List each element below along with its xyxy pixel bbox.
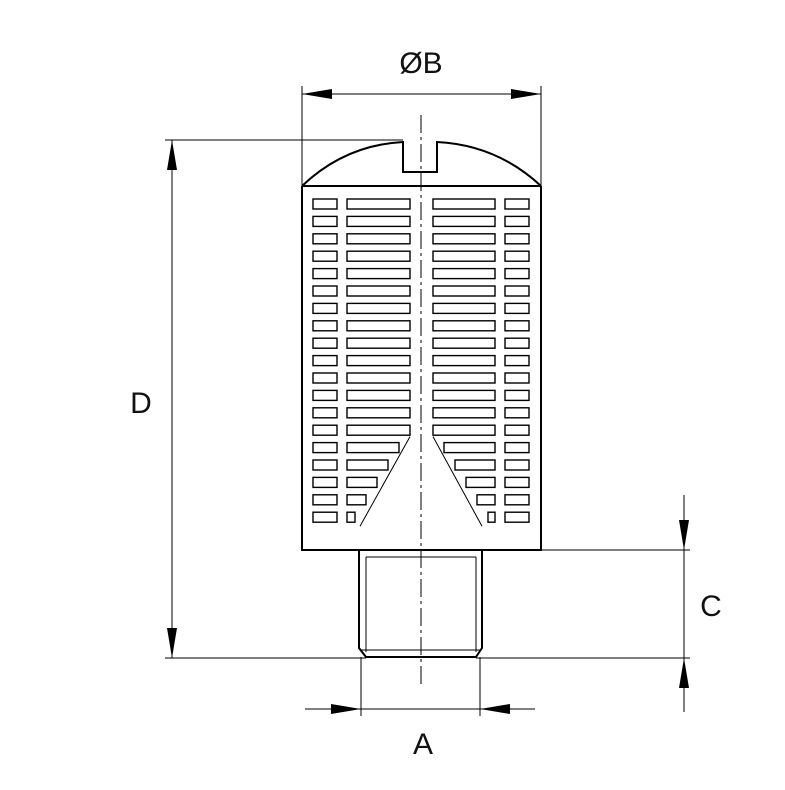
vent-slot-outer-left (312, 441, 338, 454)
vent-slot-inner-right (432, 354, 496, 367)
vent-slot-outer-right (504, 215, 530, 228)
vent-slot-inner-right (432, 302, 496, 315)
dome-cap (301, 140, 542, 187)
vent-slot-outer-left (312, 511, 338, 523)
dimension-thread-size-a: A (305, 657, 535, 761)
vent-slot-outer-right (504, 285, 530, 297)
vent-slot-outer-right (504, 250, 530, 262)
vent-slot-outer-left (312, 285, 338, 297)
vent-slot-outer-left (312, 476, 338, 489)
vent-slot-inner-right (432, 337, 496, 349)
vent-slot-inner-left (346, 494, 367, 506)
vent-slot-inner-left (346, 215, 411, 228)
vent-slot-inner-left (346, 407, 411, 419)
vent-slot-inner-right (432, 424, 496, 436)
vent-slot-inner-right (432, 372, 496, 384)
vent-slot-outer-left (312, 302, 338, 315)
vent-slot-inner-left (346, 320, 411, 332)
vent-slot-inner-right (476, 494, 496, 506)
vent-slot-outer-right (504, 372, 530, 384)
vent-slot-outer-right (504, 441, 530, 454)
vent-slot-outer-right (504, 476, 530, 489)
vent-slot-outer-left (312, 494, 338, 506)
dimension-height-d: D (130, 139, 403, 659)
vent-slot-inner-left (346, 233, 411, 245)
vent-slot-outer-right (504, 337, 530, 349)
vent-slot-outer-right (504, 233, 530, 245)
vent-slot-outer-left (312, 459, 338, 471)
vent-slot-inner-left (346, 198, 411, 210)
vent-slot-inner-left (346, 476, 378, 489)
vent-slot-outer-left (312, 198, 338, 210)
vent-slot-inner-right (432, 320, 496, 332)
vent-slot-inner-left (346, 372, 411, 384)
vent-slot-inner-right (432, 407, 496, 419)
label-height-d: D (130, 387, 152, 420)
vent-slot-outer-left (312, 354, 338, 367)
vent-slot-outer-right (504, 494, 530, 506)
vent-slot-inner-left (346, 285, 411, 297)
vent-slot-outer-right (504, 302, 530, 315)
vent-slot-outer-right (504, 511, 530, 523)
vent-slot-inner-right (465, 476, 496, 489)
vent-slot-outer-right (504, 320, 530, 332)
silencer-body (301, 140, 542, 551)
vent-slot-outer-right (504, 389, 530, 402)
vent-slot-inner-right (432, 233, 496, 245)
dimension-diameter-b: ØB (301, 47, 542, 186)
vent-slot-outer-left (312, 267, 338, 280)
vent-slot-inner-left (346, 459, 389, 471)
vent-slot-outer-right (504, 424, 530, 436)
vent-slot-outer-right (504, 198, 530, 210)
vent-slot-inner-left (346, 389, 411, 402)
vent-slot-inner-left (346, 302, 411, 315)
vent-slot-inner-right (432, 215, 496, 228)
vent-slot-inner-right (432, 198, 496, 210)
vent-slot-inner-right (443, 441, 496, 454)
vent-slot-grid (312, 198, 530, 527)
vent-slot-inner-left (346, 441, 400, 454)
vent-slot-inner-right (487, 511, 496, 523)
vent-slot-outer-right (504, 407, 530, 419)
vent-slot-inner-left (346, 267, 411, 280)
arrow-b-right (511, 89, 541, 99)
vent-slot-inner-right (432, 250, 496, 262)
arrow-c-top (679, 520, 689, 550)
arrow-c-bottom (679, 658, 689, 688)
vent-slot-outer-left (312, 337, 338, 349)
vent-slot-outer-right (504, 267, 530, 280)
vent-slot-outer-left (312, 250, 338, 262)
vent-slot-inner-right (432, 267, 496, 280)
threaded-stem (358, 550, 483, 658)
vent-slot-outer-right (504, 459, 530, 471)
arrow-b-left (302, 89, 332, 99)
vent-slot-outer-left (312, 407, 338, 419)
vent-slot-outer-left (312, 389, 338, 402)
label-thread-length-c: C (700, 590, 722, 623)
arrow-a-left (331, 704, 361, 714)
vent-slot-outer-right (504, 354, 530, 367)
vent-v-divider (359, 436, 483, 527)
dimension-thread-length-c: C (476, 495, 722, 712)
arrow-a-right (480, 704, 510, 714)
vent-slot-outer-left (312, 233, 338, 245)
label-diameter-b: ØB (399, 47, 442, 80)
vent-slot-inner-left (346, 424, 411, 436)
vent-slot-inner-right (432, 389, 496, 402)
vent-slot-inner-left (346, 511, 356, 523)
vent-slot-outer-left (312, 372, 338, 384)
vent-slot-outer-left (312, 215, 338, 228)
vent-slot-inner-left (346, 354, 411, 367)
label-thread-size-a: A (413, 728, 433, 761)
vent-slot-outer-left (312, 424, 338, 436)
arrow-d-bottom (167, 628, 177, 658)
thread-outline (358, 550, 483, 658)
vent-slot-inner-right (432, 285, 496, 297)
vent-slot-inner-left (346, 337, 411, 349)
vent-slot-outer-left (312, 320, 338, 332)
vent-slot-inner-left (346, 250, 411, 262)
arrow-d-top (167, 140, 177, 170)
vent-slot-inner-right (454, 459, 496, 471)
